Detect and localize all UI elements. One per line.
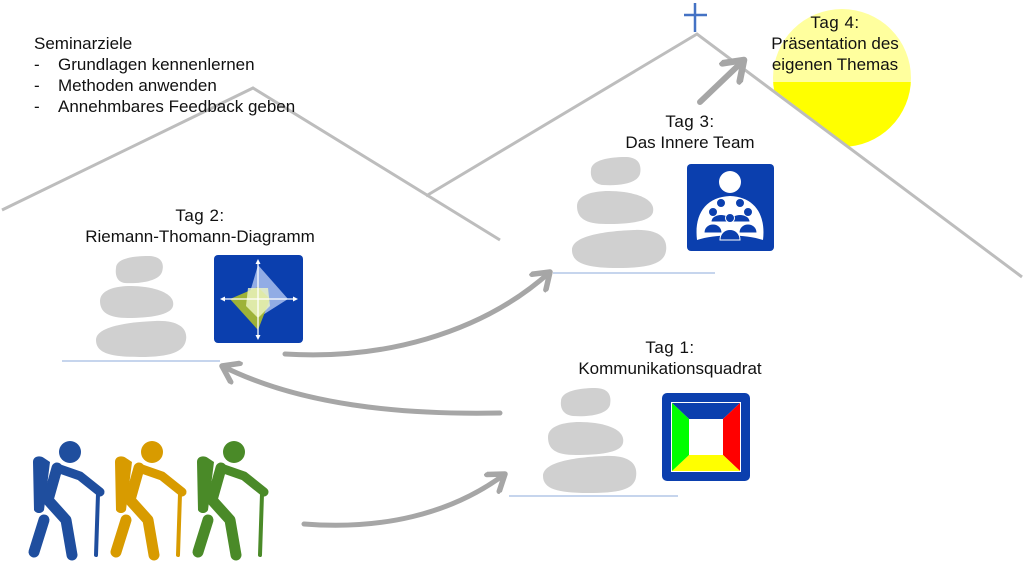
stone-stack-tag2 [96, 256, 187, 357]
goal-item: -Methoden anwenden [34, 76, 217, 95]
communication-square-icon [662, 393, 750, 481]
goal-item: -Annehmbares Feedback geben [34, 97, 296, 116]
mountain-right [425, 32, 1023, 279]
hiker-orange-icon [110, 441, 187, 561]
stone-stack-tag3 [572, 157, 667, 268]
inner-team-icon [687, 164, 774, 251]
sun-icon [766, 4, 916, 147]
hiker-blue-icon [28, 441, 105, 561]
hiker-green-icon [192, 441, 269, 561]
summit-cross-icon [684, 3, 707, 32]
arrow-tag2-to-tag3 [282, 272, 550, 358]
goal-item: -Grundlagen kennenlernen [34, 55, 255, 74]
stone-stack-tag1 [543, 388, 637, 493]
arrow-tag1-to-tag2 [222, 366, 503, 416]
arrow-tag3-to-tag4 [697, 60, 744, 105]
riemann-diamond-icon [214, 255, 303, 343]
stage-label-tag4: Tag 4: Präsentation des eigenen Themas [771, 13, 899, 74]
mountain-left [1, 86, 501, 242]
seminar-goals-title: Seminarziele [34, 34, 133, 53]
stage-label-tag3: Tag 3: Das Innere Team [625, 112, 755, 152]
arrow-start-to-tag1 [301, 474, 505, 528]
seminar-goals: Seminarziele -Grundlagen kennenlernen -M… [34, 33, 295, 117]
stage-label-tag1: Tag 1: Kommunikationsquadrat [578, 338, 762, 378]
stage-label-tag2: Tag 2: Riemann-Thomann-Diagramm [85, 206, 315, 246]
